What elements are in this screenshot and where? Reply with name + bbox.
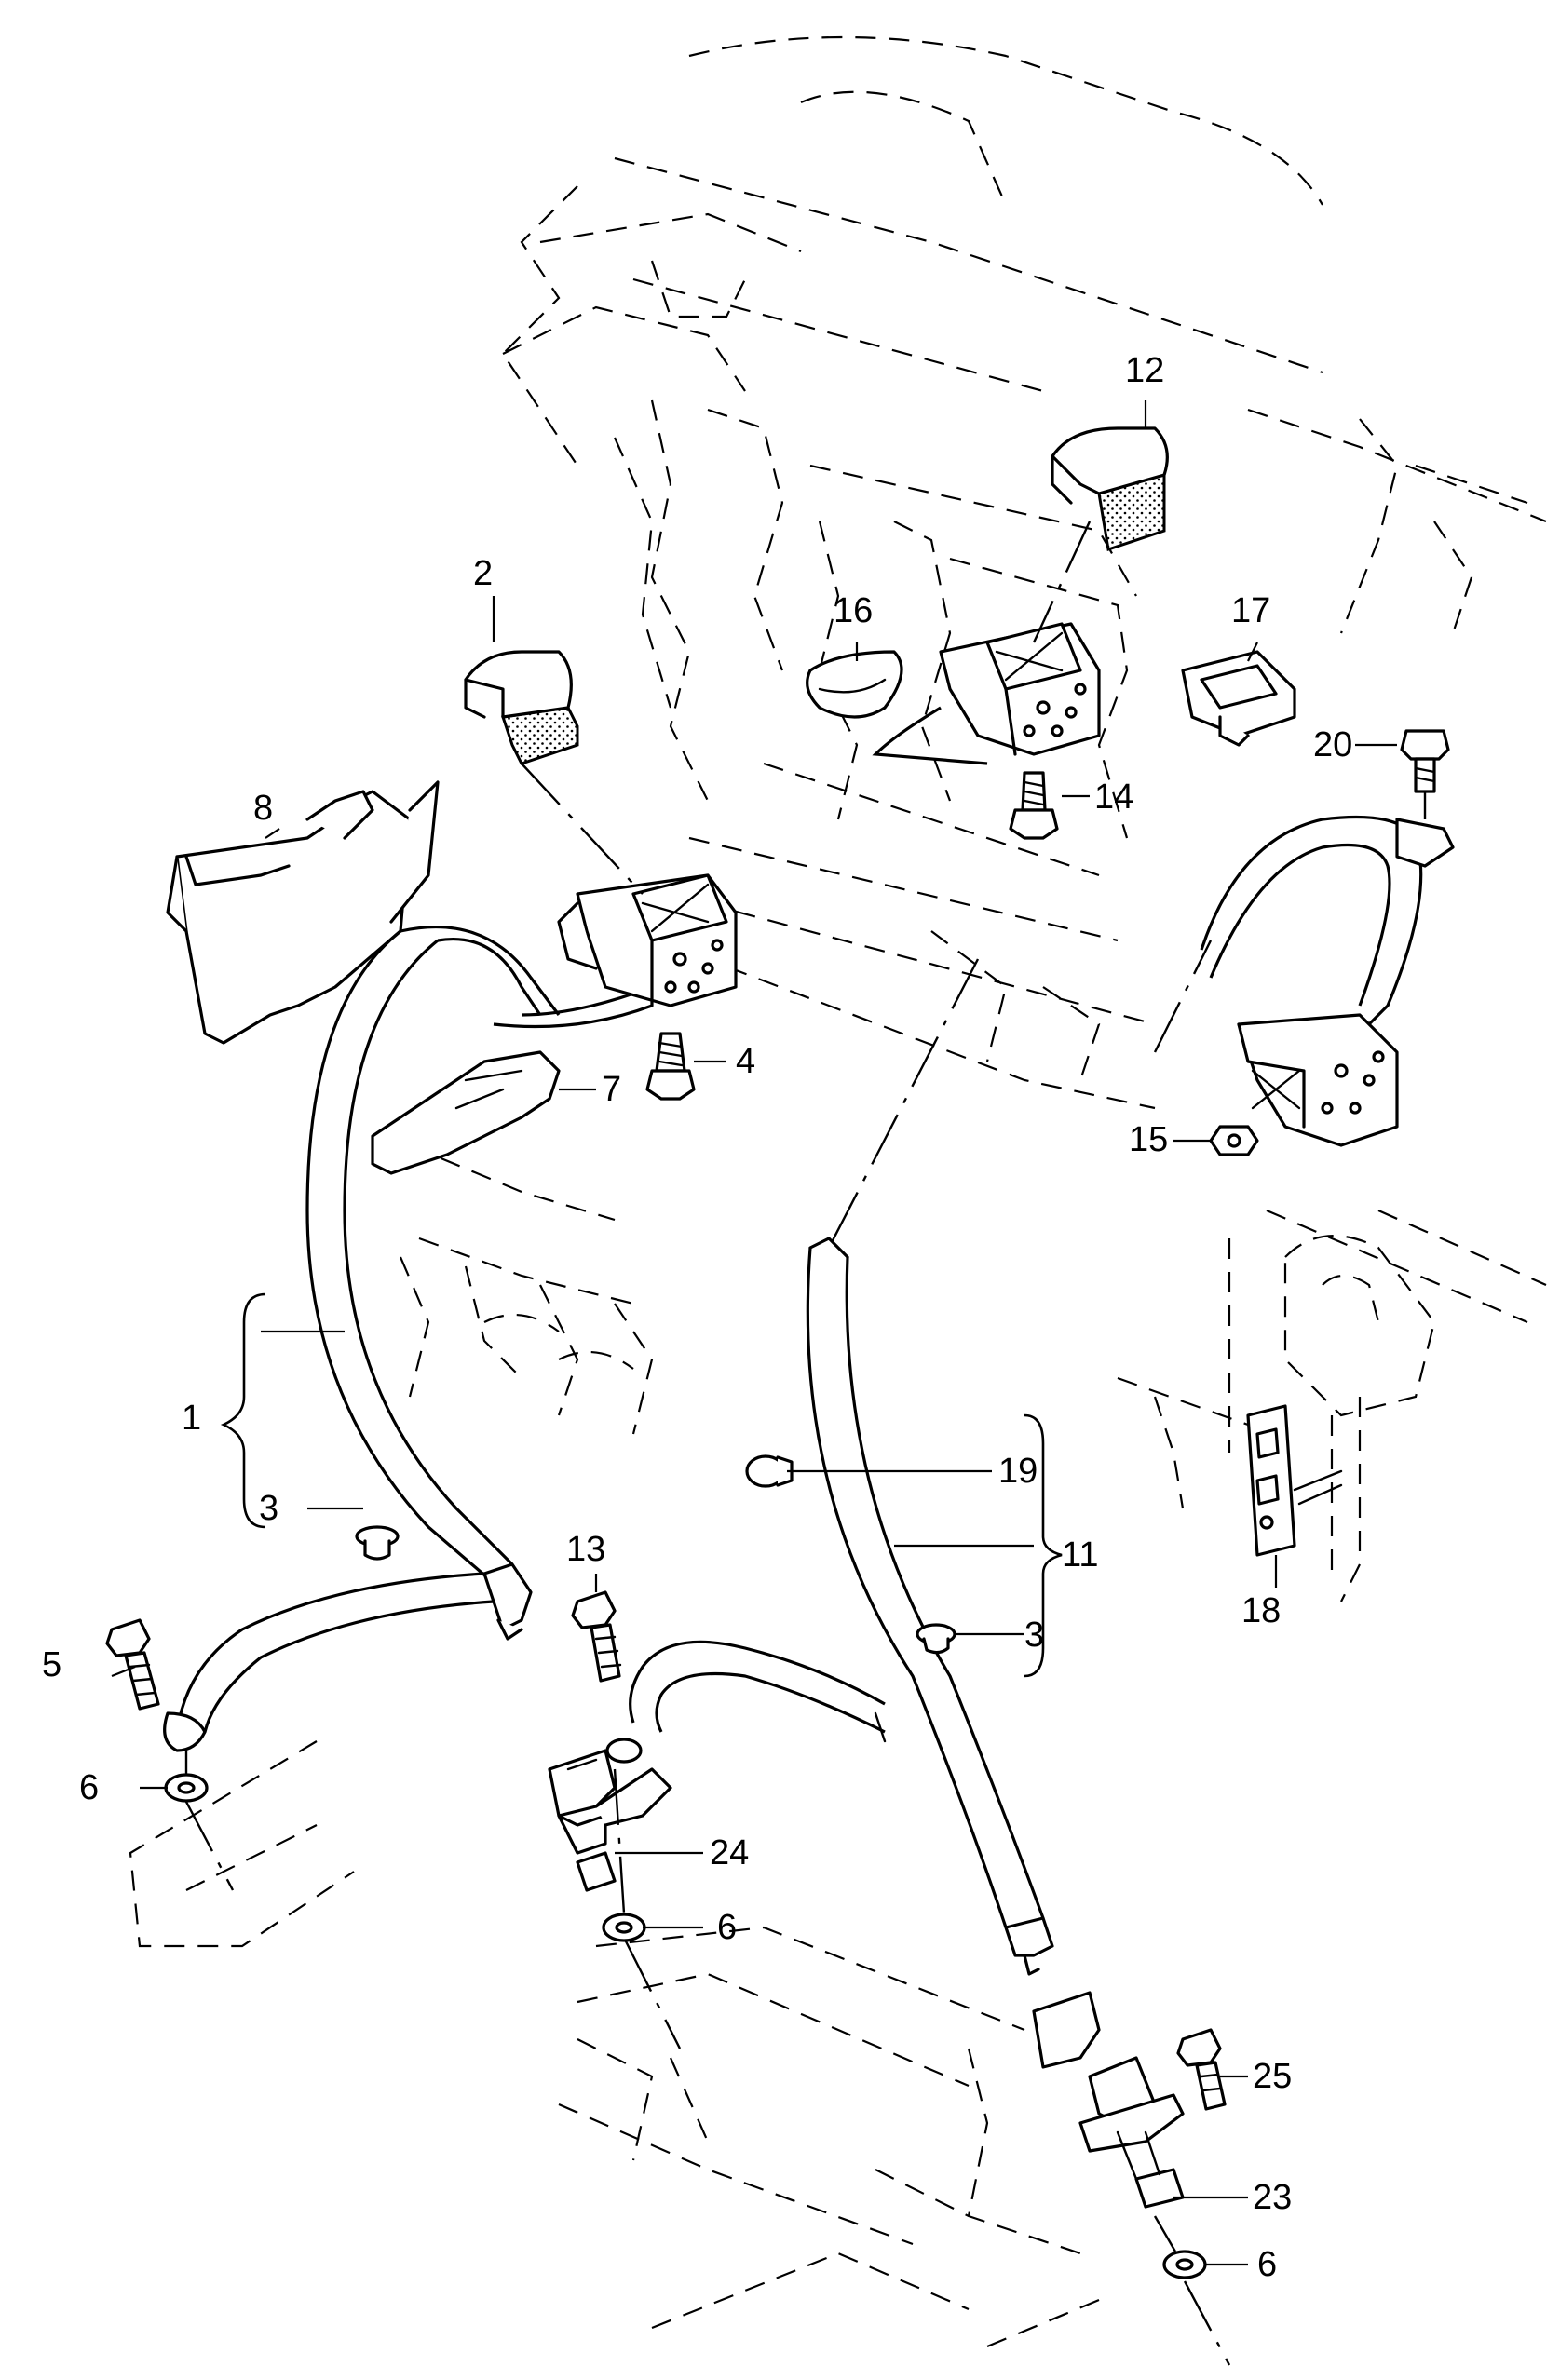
part-6-washer-left [163,1711,209,1803]
callout-1: 1 [182,1399,201,1438]
rear-belt-retractor [1200,815,1455,1147]
part-1-seat-belt [175,925,653,1733]
callout-6b: 6 [717,1908,737,1947]
belt-retractor-center [872,622,1101,765]
part-4-bolt [645,1032,696,1101]
callout-14: 14 [1094,778,1133,817]
callout-20: 20 [1313,725,1352,764]
part-8-pillar-trim [166,780,440,1045]
part-11-seat-belt [629,1237,1054,1976]
part-18-bracket [1246,1404,1343,1557]
callout-3b: 3 [1024,1616,1044,1655]
callout-2: 2 [473,554,493,593]
callout-18: 18 [1241,1591,1281,1630]
part-3-stop-button-right [916,1623,956,1655]
part-6-washer-center [602,1738,646,1942]
callout-15: 15 [1129,1120,1168,1159]
callout-leaders [111,400,1397,2266]
callout-23: 23 [1253,2178,1292,2217]
callout-7: 7 [602,1070,621,1109]
part-2-cover-cap [464,650,579,765]
part-14-bolt [1009,771,1059,840]
part-3-stop-button-left [355,1525,400,1561]
callout-19: 19 [998,1452,1038,1491]
callout-4: 4 [736,1042,755,1081]
callout-8: 8 [253,789,273,828]
callout-11: 11 [1062,1535,1098,1575]
callout-6a: 6 [79,1768,99,1807]
belt-retractor-left [557,873,738,1007]
callout-12: 12 [1125,351,1164,390]
callout-labels: 1 2 3 3 4 5 6 6 6 7 8 11 12 13 14 15 16 … [42,351,1352,2284]
callout-braces [220,1292,1063,1678]
callout-3a: 3 [259,1489,278,1528]
part-12-cover-cap [1051,426,1169,551]
part-5-bolt [105,1618,160,1711]
part-6-washer-right [1162,2250,1207,2279]
callout-16: 16 [834,591,873,630]
part-20-bolt [1400,729,1450,793]
callout-13: 13 [566,1530,605,1569]
part-25-bolt [1176,2028,1227,2111]
callout-25: 25 [1253,2057,1292,2096]
part-13-bolt [571,1590,622,1683]
part-23-buckle [1032,1991,1185,2209]
callout-17: 17 [1231,591,1270,630]
callout-5: 5 [42,1645,61,1684]
part-17-cover [1181,650,1296,747]
assembly-lines [184,521,1427,2366]
callout-24: 24 [710,1833,749,1873]
part-15-nut [1209,1125,1259,1156]
callout-6c: 6 [1257,2245,1277,2284]
part-24-buckle [548,1749,672,1892]
part-7-belt-guide [371,1050,561,1175]
vehicle-body-outline [129,35,1547,2348]
part-19-stop-button [745,1454,794,1488]
